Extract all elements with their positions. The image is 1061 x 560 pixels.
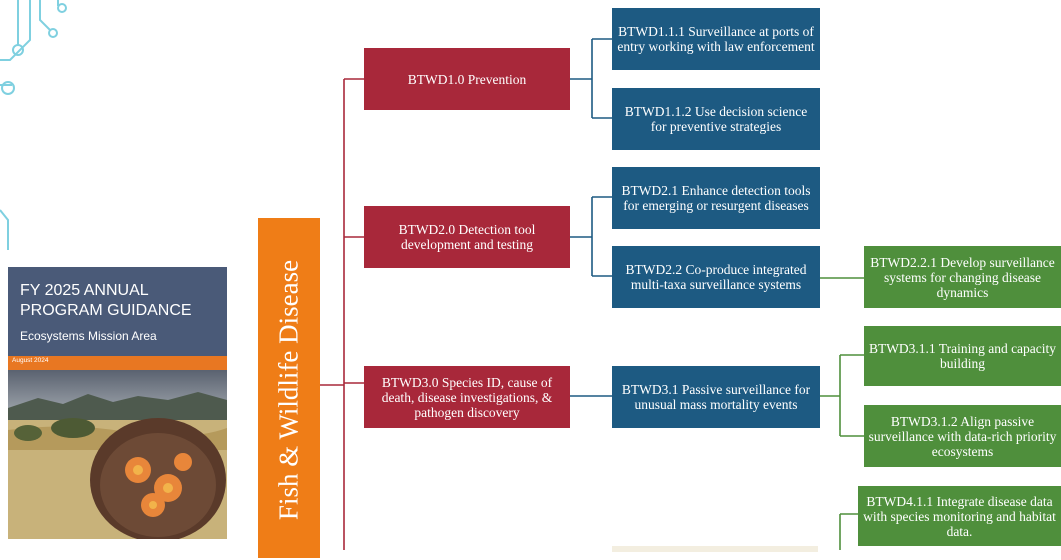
node-btwd1-0: BTWD1.0 Prevention: [364, 48, 570, 110]
node-btwd3-1-1: BTWD3.1.1 Training and capacity building: [864, 326, 1061, 386]
cover-photo: [8, 370, 227, 539]
circuit-decoration: [0, 0, 67, 95]
node-partial-offscreen: [612, 546, 818, 552]
node-btwd2-2: BTWD2.2 Co-produce integrated multi-taxa…: [612, 246, 820, 308]
node-btwd2-2-1: BTWD2.2.1 Develop surveillance systems f…: [864, 246, 1061, 308]
node-btwd3-1: BTWD3.1 Passive surveillance for unusual…: [612, 366, 820, 428]
node-btwd2-0: BTWD2.0 Detection tool development and t…: [364, 206, 570, 268]
node-btwd3-1-2: BTWD3.1.2 Align passive surveillance wit…: [864, 405, 1061, 467]
node-btwd2-1: BTWD2.1 Enhance detection tools for emer…: [612, 167, 820, 229]
cover-date-band: [8, 356, 227, 370]
node-btwd1-1-1: BTWD1.1.1 Surveillance at ports of entry…: [612, 8, 820, 70]
node-btwd3-0: BTWD3.0 Species ID, cause of death, dise…: [364, 366, 570, 428]
cover-date: August 2024: [12, 357, 49, 364]
diagram-root-spine: [258, 218, 320, 558]
cover-subtitle: Ecosystems Mission Area: [20, 329, 157, 343]
diagram-root-label: Fish & Wildlife Disease: [273, 259, 304, 521]
circuit-decoration-left: [0, 209, 9, 250]
report-cover: FY 2025 ANNUAL PROGRAM GUIDANCE Ecosyste…: [8, 267, 227, 539]
node-btwd4-1-1: BTWD4.1.1 Integrate disease data with sp…: [858, 486, 1061, 546]
node-btwd1-1-2: BTWD1.1.2 Use decision science for preve…: [612, 88, 820, 150]
cover-title: FY 2025 ANNUAL PROGRAM GUIDANCE: [20, 282, 192, 319]
